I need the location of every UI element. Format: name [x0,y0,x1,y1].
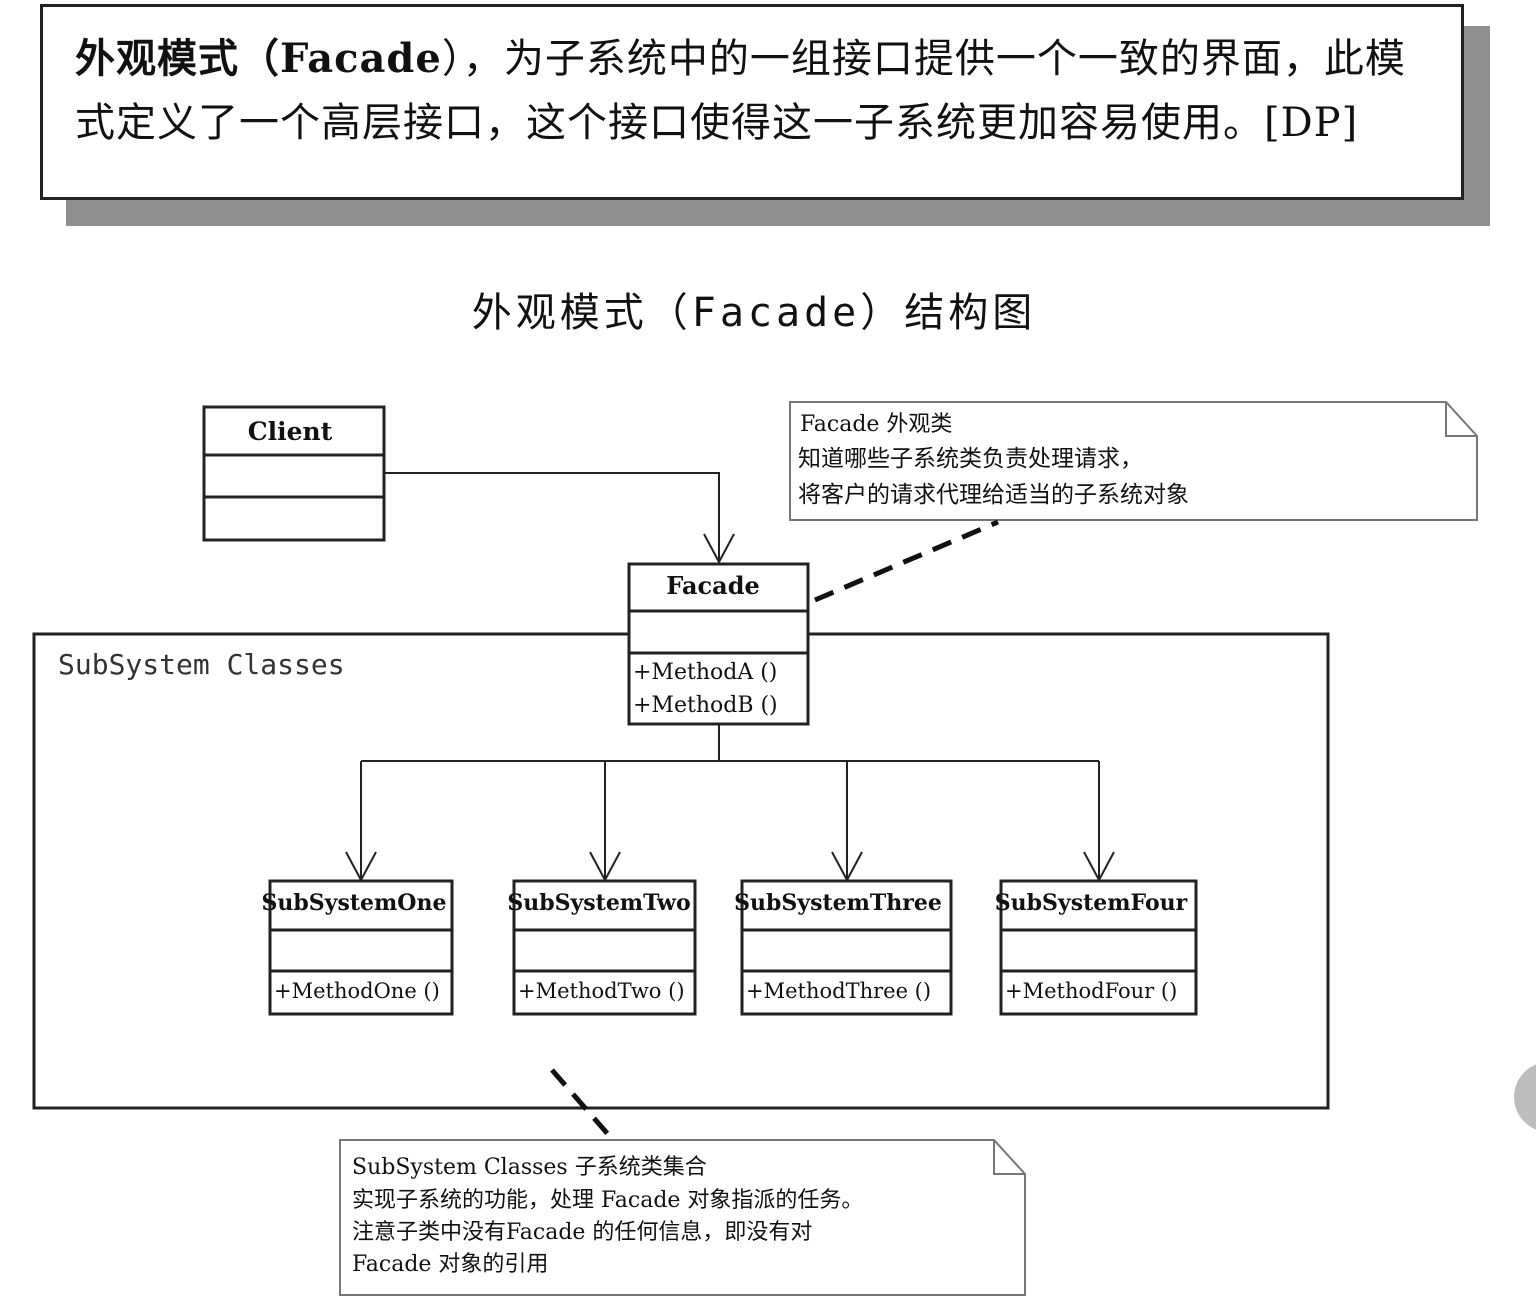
subsystem-package-label: SubSystem Classes [58,648,345,681]
subsystem-one-name: SubSystemOne [262,890,447,916]
subsystem-note-connector [550,1068,615,1142]
facade-note-line-1: Facade 外观类 [800,412,952,437]
definition-term: Facade [280,35,442,82]
subsystem-four-method: +MethodFour () [1005,979,1177,1003]
client-class-name: Client [248,417,333,446]
subsystem-three-class: SubSystemThree +MethodThree () [734,879,953,1016]
client-class: Client [202,405,386,542]
facade-note-line-3: 将客户的请求代理给适当的子系统对象 [798,482,1189,508]
definition-box: 外观模式（Facade），为子系统中的一组接口提供一个一致的界面，此模式定义了一… [40,4,1464,200]
subsystem-note-line-4: Facade 对象的引用 [352,1252,548,1277]
subsystem-two-name: SubSystemTwo [507,890,690,916]
subsystem-one-method: +MethodOne () [274,979,440,1003]
subsystem-three-method: +MethodThree () [746,979,931,1003]
subsystem-note-line-2: 实现子系统的功能，处理 Facade 对象指派的任务。 [352,1188,863,1213]
subsystem-two-method: +MethodTwo () [518,979,685,1003]
client-facade-link [384,472,720,562]
definition-body: ），为子系统中的一组接口提供一个一致的界面，此模式定义了一个高层接口，这个接口使… [75,36,1406,146]
subsystem-note-line-3: 注意子类中没有Facade 的任何信息，即没有对 [352,1220,812,1245]
facade-method-a: +MethodA () [633,660,777,685]
client-facade-arrowhead [703,533,735,565]
subsystem-note: SubSystem Classes 子系统类集合 实现子系统的功能，处理 Fac… [339,1139,1026,1296]
definition-lead: 外观模式（ [75,35,280,82]
facade-class-name: Facade [666,571,760,600]
subsystem-three-name: SubSystemThree [734,890,942,916]
facade-method-b: +MethodB () [633,693,778,718]
diagram-title: 外观模式（Facade）结构图 [471,290,1037,336]
subsystem-four-class: SubSystemFour +MethodFour () [995,879,1198,1016]
definition-text: 外观模式（Facade），为子系统中的一组接口提供一个一致的界面，此模式定义了一… [75,27,1431,155]
subsystem-two-class: SubSystemTwo +MethodTwo () [507,879,697,1016]
subsystem-one-class: SubSystemOne +MethodOne () [262,879,454,1016]
subsystem-note-line-1: SubSystem Classes 子系统类集合 [352,1155,707,1180]
subsystem-four-name: SubSystemFour [995,890,1188,916]
scroll-button[interactable] [1514,1062,1536,1132]
facade-note-connector [814,519,999,603]
facade-class: Facade +MethodA () +MethodB () [627,562,810,726]
facade-note-line-2: 知道哪些子系统类负责处理请求， [798,446,1143,472]
facade-subsystem-links [345,724,1115,883]
facade-note: Facade 外观类 知道哪些子系统类负责处理请求， 将客户的请求代理给适当的子… [789,401,1478,521]
